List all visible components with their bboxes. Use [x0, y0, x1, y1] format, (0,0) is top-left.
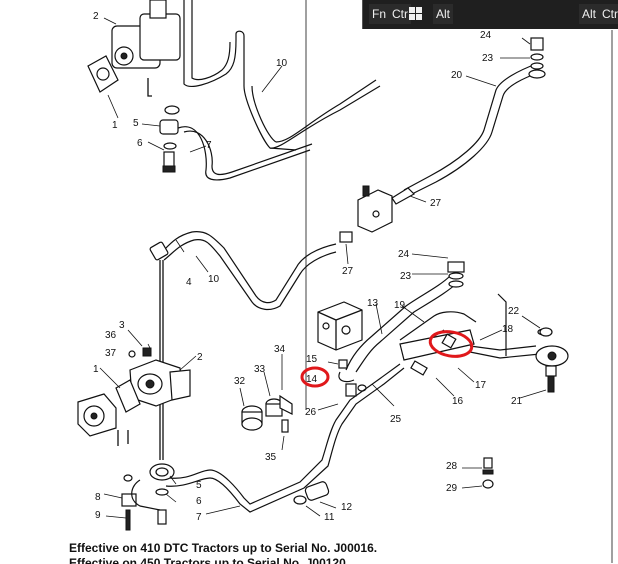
callout-32: 32 [234, 376, 246, 387]
callout-36: 36 [105, 330, 117, 341]
callout-13: 13 [367, 298, 379, 309]
tie-rod-end [535, 345, 569, 393]
callout-29: 29 [446, 483, 458, 494]
callout-6-top: 6 [137, 138, 143, 149]
pump-lower [129, 359, 191, 407]
callout-1-top: 1 [112, 120, 118, 131]
callout-9: 9 [95, 510, 101, 521]
callout-27-right: 27 [430, 198, 442, 209]
callout-35: 35 [265, 452, 277, 463]
key-ctrl-right[interactable]: Ctr [599, 4, 618, 24]
callout-10-mid: 10 [208, 274, 220, 285]
callout-3: 3 [119, 320, 125, 331]
callout-24-top: 24 [480, 30, 492, 41]
key-ctrl[interactable]: Ctr [389, 4, 411, 24]
footer-note-2: Effective on 450 Tractors up to Serial N… [69, 556, 350, 564]
callout-28: 28 [446, 461, 458, 472]
valve-block-upper [357, 185, 415, 233]
callout-24-mid: 24 [398, 249, 410, 260]
callout-16: 16 [452, 396, 464, 407]
callout-12: 12 [341, 502, 353, 513]
key-alt[interactable]: Alt [433, 4, 454, 24]
red-circle-part-14 [300, 366, 330, 388]
key-alt-right[interactable]: Alt [579, 4, 600, 24]
callout-2-mid: 2 [197, 352, 203, 363]
callout-21: 21 [511, 396, 523, 407]
windows-key-icon[interactable] [409, 7, 423, 21]
callout-7-top: 7 [206, 140, 212, 151]
callout-23-top: 23 [482, 53, 494, 64]
red-circle-part-17 [428, 330, 474, 358]
callout-22: 22 [508, 306, 520, 317]
callout-20: 20 [451, 70, 463, 81]
callout-19: 19 [394, 300, 406, 311]
bushing-parts [241, 394, 293, 433]
callout-15: 15 [306, 354, 318, 365]
callout-25: 25 [390, 414, 402, 425]
callout-1-mid: 1 [93, 364, 99, 375]
callout-37: 37 [105, 348, 117, 359]
gasket-upper [87, 55, 119, 93]
callout-10-top: 10 [276, 58, 288, 69]
key-fn[interactable]: Fn [369, 4, 390, 24]
callout-7-low: 7 [196, 512, 202, 523]
callout-8: 8 [95, 492, 101, 503]
footer-note-1: Effective on 410 DTC Tractors up to Seri… [69, 541, 378, 555]
callout-4: 4 [186, 277, 192, 288]
motor-lower [77, 393, 117, 437]
callout-33: 33 [254, 364, 266, 375]
callout-26: 26 [305, 407, 317, 418]
pump-upper [111, 0, 181, 69]
callout-6-low: 6 [196, 496, 202, 507]
valve-block-middle [317, 301, 363, 351]
on-screen-keyboard: Fn Ctr Alt Alt Ctr [362, 0, 618, 29]
callout-5-low: 5 [196, 480, 202, 491]
footer-notes: Effective on 410 DTC Tractors up to Seri… [69, 541, 609, 564]
callout-23-mid: 23 [400, 271, 412, 282]
callout-2-top: 2 [93, 11, 99, 22]
callout-18: 18 [502, 324, 514, 335]
callout-34: 34 [274, 344, 286, 355]
callout-27-mid: 27 [342, 266, 354, 277]
callout-11: 11 [324, 512, 335, 523]
callout-5-top: 5 [133, 118, 139, 129]
callout-14: 14 [306, 374, 318, 385]
callout-17: 17 [475, 380, 487, 391]
